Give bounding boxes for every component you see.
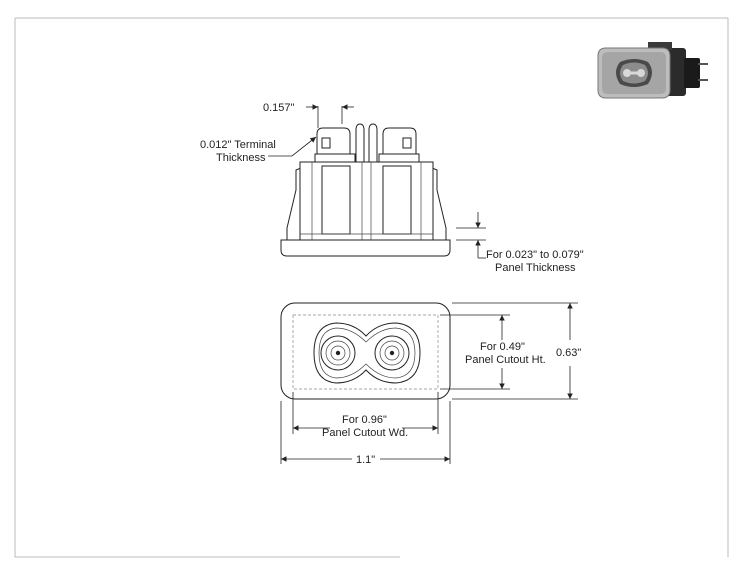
- panel-thickness-label-2: Panel Thickness: [495, 262, 576, 274]
- dim-terminal-thickness: 0.012" Terminal Thickness: [200, 136, 317, 164]
- overall-width-label: 1.1": [356, 454, 375, 466]
- cutout-width-label-2: Panel Cutout Wd.: [322, 427, 408, 439]
- drawing-border: [14, 17, 729, 558]
- terminal-thickness-label-2: Thickness: [216, 152, 266, 164]
- dim-cutout-height: For 0.49" Panel Cutout Ht.: [440, 314, 546, 390]
- front-view: [280, 302, 451, 400]
- side-view: [280, 123, 451, 257]
- dim-cutout-width: For 0.96" Panel Cutout Wd.: [292, 392, 439, 439]
- connector-3d-thumbnail-icon: [597, 42, 708, 99]
- cutout-width-label-1: For 0.96": [342, 414, 387, 426]
- dim-terminal-spacing: 0.157": [263, 102, 354, 128]
- overall-height-label: 0.63": [556, 347, 581, 359]
- dim-overall-height: 0.63": [452, 302, 581, 400]
- dim-panel-thickness: For 0.023" to 0.079" Panel Thickness: [456, 212, 584, 274]
- cutout-height-label-2: Panel Cutout Ht.: [465, 354, 546, 366]
- terminal-thickness-label-1: 0.012" Terminal: [200, 139, 276, 151]
- dim-overall-width: 1.1": [280, 401, 451, 466]
- terminal-spacing-label: 0.157": [263, 102, 295, 114]
- cutout-height-label-1: For 0.49": [480, 341, 525, 353]
- panel-thickness-label-1: For 0.023" to 0.079": [486, 249, 584, 261]
